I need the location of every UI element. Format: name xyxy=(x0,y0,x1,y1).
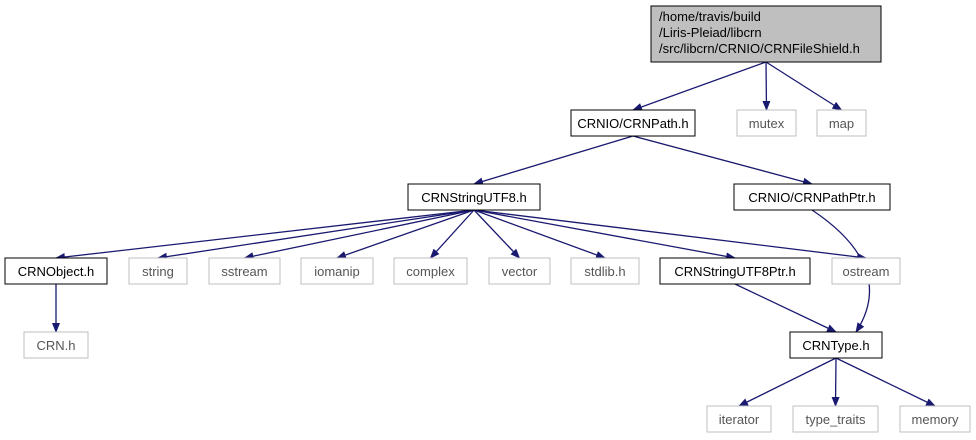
node-box-mutex xyxy=(736,109,797,137)
node-box-crntype xyxy=(789,331,883,359)
node-string: string xyxy=(128,257,188,285)
node-box-crnpathptr xyxy=(733,183,891,211)
edge-crntype-to-iterator xyxy=(738,357,837,407)
node-label-stdlib: stdlib.h xyxy=(584,264,625,279)
node-root[interactable]: /home/travis/build/Liris-Pleiad/libcrn/s… xyxy=(650,5,882,63)
node-box-vector xyxy=(488,257,551,285)
node-label-string: string xyxy=(142,264,174,279)
node-label-memory: memory xyxy=(912,412,959,427)
node-label-map: map xyxy=(829,116,854,131)
edge-crntype-to-type_traits xyxy=(831,357,840,407)
node-iterator: iterator xyxy=(706,405,772,433)
node-box-iomanip xyxy=(300,257,374,285)
node-sstream: sstream xyxy=(208,257,281,285)
edge-crnstringutf8-to-stdlib xyxy=(473,209,606,259)
node-box-sstream xyxy=(208,257,281,285)
node-label-crnpath: CRNIO/CRNPath.h xyxy=(577,116,688,131)
node-box-string xyxy=(128,257,188,285)
node-crnstringutf8ptr[interactable]: CRNStringUTF8Ptr.h xyxy=(659,257,811,285)
node-mutex: mutex xyxy=(736,109,797,137)
node-box-ostream xyxy=(831,257,901,285)
node-ostream: ostream xyxy=(831,257,901,285)
node-box-complex xyxy=(393,257,468,285)
edge-crnpath-to-crnpathptr xyxy=(632,135,813,186)
node-label-iterator: iterator xyxy=(719,412,760,427)
edge-crnstringutf8-to-vector xyxy=(473,209,521,259)
node-crntype[interactable]: CRNType.h xyxy=(789,331,883,359)
edge-crnstringutf8-to-complex xyxy=(429,209,475,259)
node-vector: vector xyxy=(488,257,551,285)
node-box-crnstringutf8ptr xyxy=(659,257,811,285)
node-box-root xyxy=(650,5,882,63)
node-box-crnobject xyxy=(4,257,108,285)
edge-crntype-to-memory xyxy=(835,357,936,407)
node-label-crnpathptr: CRNIO/CRNPathPtr.h xyxy=(748,190,875,205)
node-label-crnobject: CRNObject.h xyxy=(18,264,95,279)
node-label-sstream: sstream xyxy=(221,264,267,279)
node-label-ostream: ostream xyxy=(843,264,890,279)
edge-root-to-map xyxy=(765,61,843,111)
node-label-crn: CRN.h xyxy=(36,338,75,353)
edges-layer xyxy=(52,61,936,407)
node-box-crn xyxy=(23,331,89,359)
node-label-crnstringutf8ptr: CRNStringUTF8Ptr.h xyxy=(674,264,795,279)
node-label-root-line-2: /Liris-Pleiad/libcrn xyxy=(659,25,762,40)
node-crnobject[interactable]: CRNObject.h xyxy=(4,257,108,285)
node-label-mutex: mutex xyxy=(749,116,785,131)
node-stdlib: stdlib.h xyxy=(570,257,640,285)
edge-crnstringutf8-to-iomanip xyxy=(336,209,475,259)
edge-crnpath-to-crnstringutf8 xyxy=(473,135,634,186)
node-label-root-line-1: /home/travis/build xyxy=(659,9,761,24)
node-label-root-line-3: /src/libcrn/CRNIO/CRNFileShield.h xyxy=(659,41,860,56)
edge-root-to-mutex xyxy=(762,61,771,111)
node-map: map xyxy=(816,109,867,137)
nodes-layer: /home/travis/build/Liris-Pleiad/libcrn/s… xyxy=(4,5,971,433)
edge-root-to-crnpath xyxy=(632,61,767,111)
node-label-complex: complex xyxy=(406,264,455,279)
edge-crnstringutf8-to-ostream xyxy=(473,209,867,261)
node-iomanip: iomanip xyxy=(300,257,374,285)
node-box-crnstringutf8 xyxy=(407,183,541,211)
node-box-iterator xyxy=(706,405,772,433)
node-label-crnstringutf8: CRNStringUTF8.h xyxy=(421,190,526,205)
edge-crnstringutf8-to-crnstringutf8ptr xyxy=(473,209,736,261)
node-crnstringutf8[interactable]: CRNStringUTF8.h xyxy=(407,183,541,211)
node-crnpathptr[interactable]: CRNIO/CRNPathPtr.h xyxy=(733,183,891,211)
node-label-crntype: CRNType.h xyxy=(802,338,869,353)
edge-crnstringutf8ptr-to-crntype xyxy=(734,283,837,333)
node-box-memory xyxy=(899,405,971,433)
node-box-map xyxy=(816,109,867,137)
edge-crnstringutf8-to-crnobject xyxy=(55,209,475,261)
node-label-vector: vector xyxy=(502,264,538,279)
node-complex: complex xyxy=(393,257,468,285)
node-memory: memory xyxy=(899,405,971,433)
edge-crnstringutf8-to-string xyxy=(157,209,475,261)
node-box-stdlib xyxy=(570,257,640,285)
node-box-crnpath xyxy=(570,109,696,137)
node-crnpath[interactable]: CRNIO/CRNPath.h xyxy=(570,109,696,137)
node-box-type_traits xyxy=(792,405,879,433)
node-label-iomanip: iomanip xyxy=(314,264,360,279)
node-type_traits: type_traits xyxy=(792,405,879,433)
node-crn: CRN.h xyxy=(23,331,89,359)
node-label-type_traits: type_traits xyxy=(806,412,866,427)
edge-crnstringutf8-to-sstream xyxy=(243,209,475,261)
